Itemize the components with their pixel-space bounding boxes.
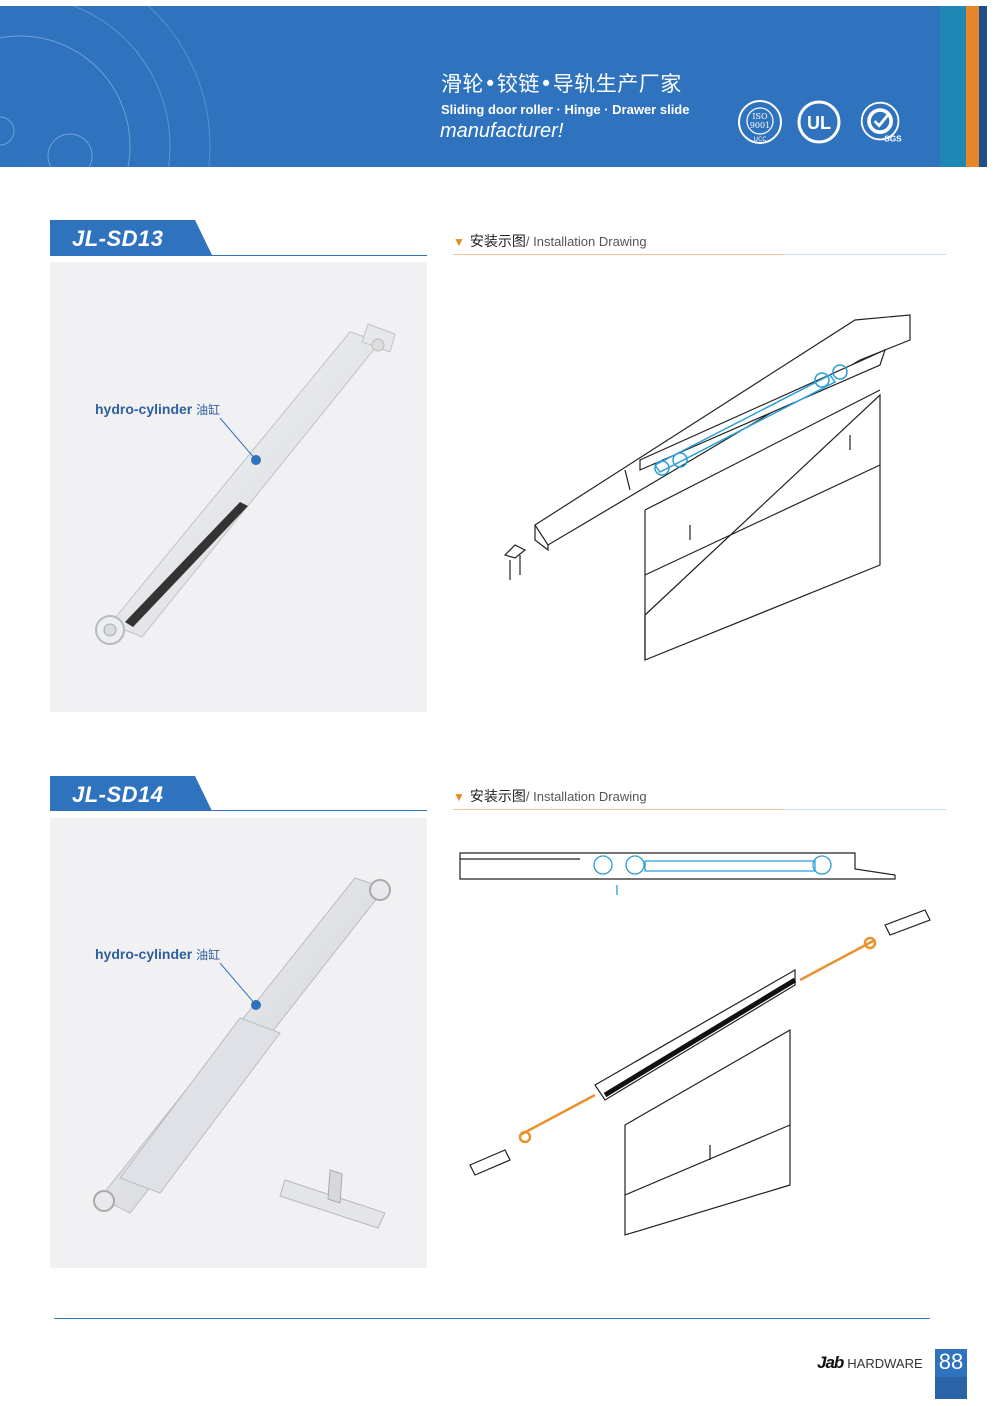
header-arcs-decoration bbox=[0, 6, 211, 167]
model-underline bbox=[50, 255, 427, 256]
header-color-bars bbox=[940, 6, 1000, 167]
page-number-box: 88 bbox=[935, 1349, 967, 1399]
iso-cert-icon: ISO 9001 UCC bbox=[738, 100, 782, 144]
model-label-sd14: JL-SD14 bbox=[72, 782, 164, 807]
page-header: 滑轮•铰链•导轨生产厂家 Sliding door roller · Hinge… bbox=[0, 6, 1000, 167]
header-tagline: manufacturer! bbox=[440, 120, 564, 142]
footer-divider bbox=[54, 1318, 930, 1319]
installation-drawing-sd13 bbox=[503, 314, 911, 661]
model-tab-sd14 bbox=[50, 776, 212, 811]
installation-drawing-sd14 bbox=[459, 852, 931, 1236]
ul-cert-icon: UL bbox=[797, 100, 841, 144]
svg-text:UL: UL bbox=[807, 113, 831, 133]
brand-text: HARDWARE bbox=[847, 1356, 923, 1371]
brand-logo: Jab bbox=[817, 1353, 844, 1372]
svg-text:ISO: ISO bbox=[752, 112, 768, 121]
header-subtitle: Sliding door roller · Hinge · Drawer sli… bbox=[441, 102, 690, 117]
model-label-sd13: JL-SD13 bbox=[72, 226, 164, 251]
damper-sd13-image bbox=[95, 323, 396, 645]
product-photo-sd14 bbox=[50, 818, 427, 1268]
callout-hydro-cylinder-sd13: hydro-cylinder 油缸 bbox=[95, 401, 221, 417]
model-tab-sd13 bbox=[50, 220, 212, 255]
callout-leader-line bbox=[219, 418, 257, 461]
triangle-icon: ▼ bbox=[453, 790, 465, 804]
triangle-icon: ▼ bbox=[453, 235, 465, 249]
sgs-cert-icon: SGS bbox=[860, 101, 902, 143]
install-underline bbox=[453, 254, 946, 255]
header-title-cn: 滑轮•铰链•导轨生产厂家 bbox=[441, 72, 682, 96]
svg-text:SGS: SGS bbox=[884, 134, 902, 143]
install-heading-sd13: ▼安装示图/ Installation Drawing bbox=[453, 233, 647, 249]
svg-text:UCC: UCC bbox=[754, 136, 767, 143]
damper-sd14-image bbox=[93, 877, 391, 1229]
install-heading-sd14: ▼安装示图/ Installation Drawing bbox=[453, 788, 647, 804]
install-underline bbox=[453, 809, 946, 810]
svg-text:9001: 9001 bbox=[750, 121, 770, 130]
callout-leader-line bbox=[219, 963, 257, 1006]
page-number: 88 bbox=[938, 1349, 964, 1374]
model-underline bbox=[50, 810, 427, 811]
callout-hydro-cylinder-sd14: hydro-cylinder 油缸 bbox=[95, 946, 221, 962]
product-photo-sd13 bbox=[50, 262, 427, 712]
